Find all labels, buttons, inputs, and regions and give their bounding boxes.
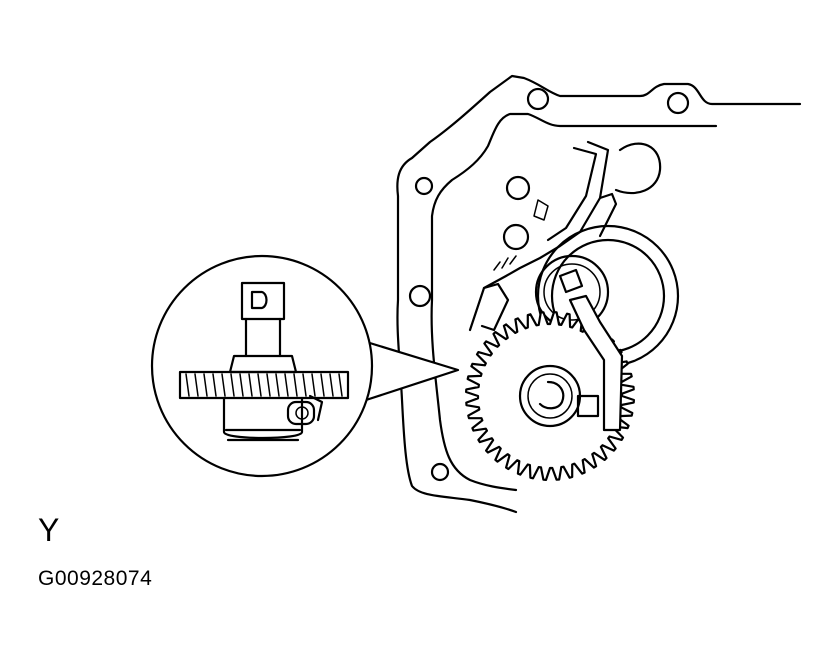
bolt-hole	[526, 87, 550, 111]
bolt-hole	[430, 462, 450, 482]
gear-tooth-line	[185, 373, 190, 397]
housing-case	[396, 74, 802, 514]
gear-tooth-line	[266, 373, 271, 397]
bolt-hole	[414, 176, 434, 196]
bolt-hole	[505, 175, 531, 201]
detail-magnifier	[150, 254, 374, 478]
bolt-hole	[408, 284, 432, 308]
gear-tooth-line	[239, 373, 244, 397]
gear-tooth-line	[311, 373, 316, 397]
bolt-hole	[666, 91, 690, 115]
gear-tooth-line	[293, 373, 298, 397]
gear-tooth-line	[203, 373, 208, 397]
bolt-hole	[502, 223, 530, 251]
figure-code: G00928074	[38, 567, 153, 590]
gear-tooth-line	[320, 373, 325, 397]
gear-tooth-line	[257, 373, 262, 397]
shift-lever	[468, 140, 618, 332]
detent-arm	[558, 268, 624, 432]
gear-tooth-line	[275, 373, 280, 397]
gear-tooth-line	[284, 373, 289, 397]
gear-tooth-line	[212, 373, 217, 397]
gear-tooth-line	[230, 373, 235, 397]
gear-tooth-line	[194, 373, 199, 397]
gear-tooth-line	[302, 373, 307, 397]
callout-pointer	[359, 338, 460, 402]
gear-tooth-line	[221, 373, 226, 397]
view-label: Y	[38, 512, 60, 548]
gear-tooth-line	[248, 373, 253, 397]
gear-tooth-line	[329, 373, 334, 397]
gear-tooth-line	[338, 373, 343, 397]
